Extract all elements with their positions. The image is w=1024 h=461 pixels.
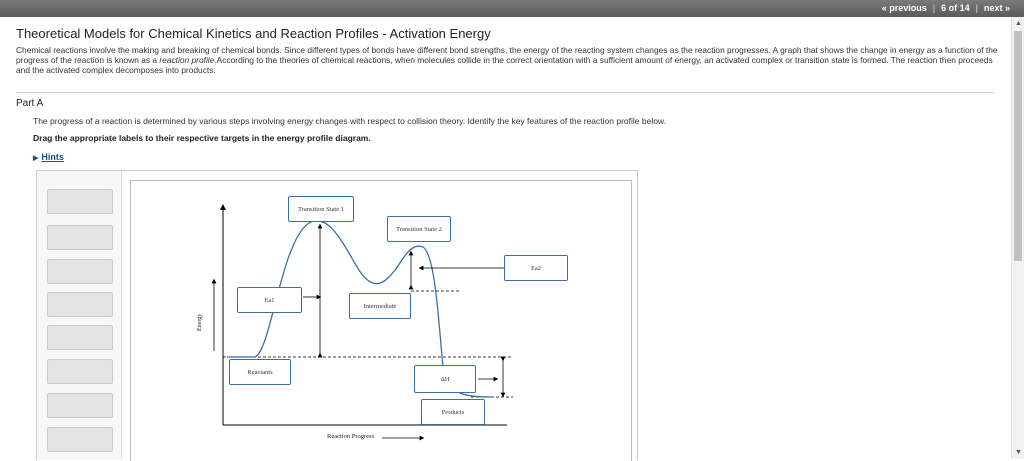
label-slot[interactable] <box>47 189 113 214</box>
x-axis-label: Reaction Progress <box>327 433 375 440</box>
page-position: 6 of 14 <box>941 3 970 13</box>
dh-target[interactable]: ΔH <box>414 365 476 393</box>
scroll-up-icon[interactable]: ▲ <box>1015 20 1022 27</box>
label-bank <box>37 171 122 460</box>
intro-emphasis: reaction profile <box>159 55 215 65</box>
label-slot[interactable] <box>47 427 113 452</box>
intro-part1: Chemical reactions involve the making an… <box>16 45 998 65</box>
pagination: « previous | 6 of 14 | next » <box>882 3 1010 13</box>
hints-link[interactable]: ▶Hints <box>33 152 64 162</box>
products-label[interactable]: Products <box>421 399 485 425</box>
reactants-label[interactable]: Reactants <box>229 359 291 385</box>
label-slot[interactable] <box>47 359 113 384</box>
transition-state-2-label[interactable]: Transition State 2 <box>387 216 451 242</box>
hints-label[interactable]: Hints <box>41 152 64 162</box>
y-axis-label: Energy <box>197 313 203 331</box>
divider: | <box>932 3 936 13</box>
label-slot[interactable] <box>47 393 113 418</box>
scrollbar-thumb[interactable] <box>1014 31 1022 261</box>
intermediate-label[interactable]: Intermediate <box>349 293 411 319</box>
label-slot[interactable] <box>47 259 113 284</box>
energy-curve <box>227 220 492 398</box>
previous-link[interactable]: « previous <box>881 3 927 13</box>
page-title: Theoretical Models for Chemical Kinetics… <box>16 26 491 41</box>
divider: | <box>975 3 978 13</box>
question-text: The progress of a reaction is determined… <box>33 116 666 126</box>
top-bar: « previous | 6 of 14 | next » <box>0 0 1024 17</box>
divider-line <box>16 92 994 93</box>
energy-curve-svg <box>211 204 524 441</box>
scroll-down-icon[interactable]: ▼ <box>1015 449 1022 456</box>
caret-right-icon: ▶ <box>33 155 39 162</box>
scrollbar[interactable]: ▲ ▼ <box>1011 17 1024 459</box>
transition-state-1-label[interactable]: Transition State 1 <box>288 196 354 222</box>
ea2-target[interactable]: Ea2 <box>504 255 568 281</box>
energy-profile-diagram: Transition State 1 Transition State 2 Ea… <box>130 180 632 461</box>
intro-text: Chemical reactions involve the making an… <box>16 45 1006 75</box>
next-link[interactable]: next » <box>983 3 1010 13</box>
part-label: Part A <box>16 98 44 109</box>
ea1-target[interactable]: Ea1 <box>237 287 302 313</box>
label-slot[interactable] <box>47 292 113 317</box>
drag-drop-panel: Transition State 1 Transition State 2 Ea… <box>36 170 638 461</box>
label-slot[interactable] <box>47 325 113 350</box>
intro-part2: .According to the theories of chemical r… <box>16 55 993 75</box>
label-slot[interactable] <box>47 225 113 250</box>
instruction-text: Drag the appropriate labels to their res… <box>33 133 371 143</box>
